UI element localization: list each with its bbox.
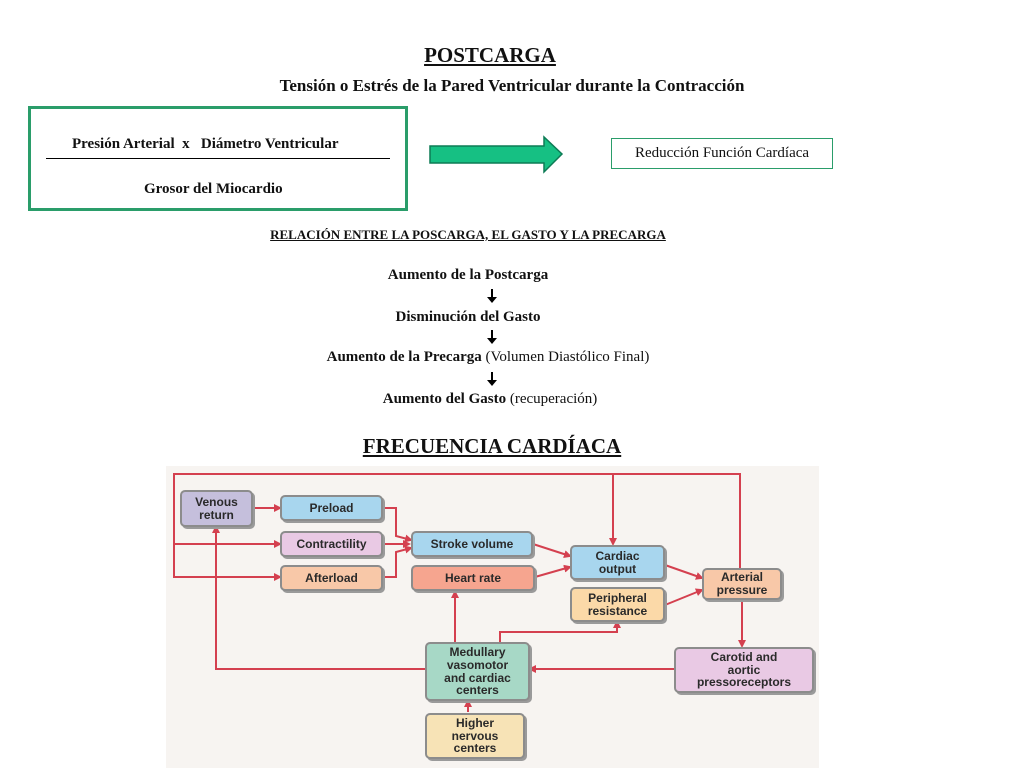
formula-numerator: Presión Arterial x Diámetro Ventricular (72, 136, 339, 152)
node-venous-return-line2: return (199, 507, 234, 522)
page-title: POSTCARGA (424, 43, 556, 67)
node-cardiac-output-line2: output (598, 561, 637, 576)
node-cardiac-output-line1: Cardiac (595, 548, 640, 563)
node-stroke-volume-label: Stroke volume (430, 536, 514, 551)
node-venous-return-line1: Venous (195, 494, 238, 509)
node-medullary-line1: Medullary (449, 645, 506, 660)
arrow-med-to-venous (212, 525, 425, 670)
down-arrow-icon (487, 289, 497, 303)
node-preload: Preload (280, 495, 383, 521)
arrow-hr-to-co (534, 564, 572, 578)
formula-box (28, 106, 408, 211)
arrow-preload-to-sv (383, 507, 413, 543)
node-afterload-label: Afterload (305, 570, 358, 585)
node-higher-nervous-line3: centers (453, 741, 497, 756)
node-arterial-pressure-line1: Arterial (720, 570, 763, 585)
node-peripheral-resistance-line2: resistance (587, 603, 648, 618)
chain-step-2-bold: Disminución del Gasto (395, 309, 541, 325)
arrow-med-to-pr (499, 620, 621, 642)
node-contractility: Contractility (280, 531, 383, 557)
chain-step-3: Aumento de la Precarga (Volumen Diastóli… (0, 349, 1000, 366)
arrow-sv-to-co (532, 543, 572, 558)
down-arrow-icon (487, 372, 497, 386)
node-contractility-label: Contractility (296, 536, 367, 551)
arrow-top-loop (173, 473, 741, 581)
fraction-line (46, 158, 390, 159)
arrow-co-to-ap (664, 564, 704, 580)
node-pressoreceptors-line2: aortic (727, 662, 761, 677)
page-subtitle: Tensión o Estrés de la Pared Ventricular… (279, 76, 745, 95)
node-heart-rate-label: Heart rate (444, 570, 502, 585)
section-title-frecuencia: FRECUENCIA CARDÍACA (362, 434, 622, 458)
chain-step-4-normal: (recuperación) (506, 391, 598, 407)
chain-step-2: Disminución del Gasto (0, 309, 980, 326)
node-medullary-line4: centers (456, 683, 499, 698)
node-peripheral-resistance-line1: Peripheral (588, 590, 647, 605)
chain-step-4-bold: Aumento del Gasto (382, 391, 507, 407)
chain-step-3-normal: (Volumen Diastólico Final) (481, 349, 650, 365)
big-right-arrow-icon (429, 135, 564, 174)
node-higher-nervous-line1: Higher (455, 716, 494, 731)
node-stroke-volume: Stroke volume (411, 531, 533, 557)
node-medullary-line2: vasomotor (446, 657, 509, 672)
node-medullary-line3: and cardiac (444, 670, 511, 685)
node-arterial-pressure-line2: pressure (716, 583, 768, 597)
chain-step-4: Aumento del Gasto (recuperación) (0, 391, 1002, 408)
formula-denominator: Grosor del Miocardio (144, 181, 283, 197)
chain-step-1-bold: Aumento de la Postcarga (387, 267, 549, 283)
result-box: Reducción Función Cardíaca (611, 138, 833, 169)
chain-step-1: Aumento de la Postcarga (0, 267, 980, 284)
node-heart-rate: Heart rate (411, 565, 535, 591)
arrow-pr-to-ap (664, 588, 704, 606)
relationship-title: RELACIÓN ENTRE LA POSCARGA, EL GASTO Y L… (270, 227, 666, 242)
node-pressoreceptors-line1: Carotid and (710, 650, 778, 665)
node-pressoreceptors-line3: pressoreceptors (696, 675, 792, 690)
arrow-afterload-to-sv (383, 545, 413, 578)
node-afterload: Afterload (280, 565, 383, 591)
node-preload-label: Preload (309, 500, 354, 515)
chain-step-3-bold: Aumento de la Precarga (326, 349, 482, 365)
down-arrow-icon (487, 330, 497, 344)
node-higher-nervous-line2: nervous (451, 728, 499, 743)
